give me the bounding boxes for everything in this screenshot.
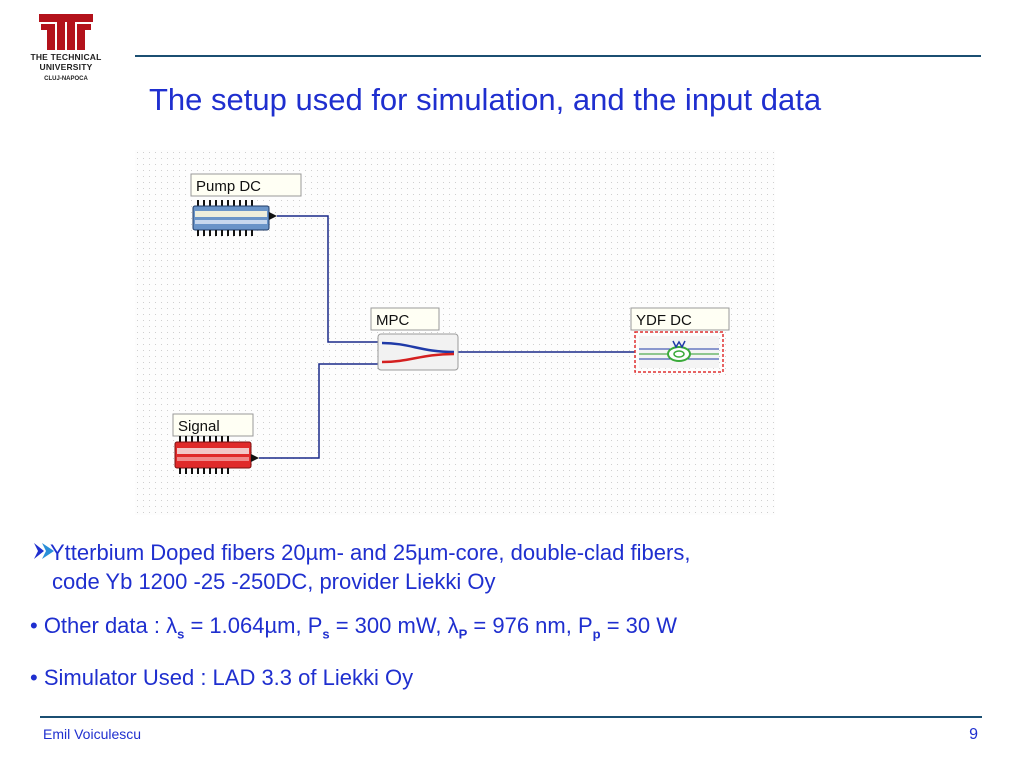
ydf-dc-block[interactable]: YDF DC xyxy=(630,307,730,373)
pump-to-mpc-wire xyxy=(277,215,378,343)
p-p-subscript: p xyxy=(592,626,601,642)
slide-title: The setup used for simulation, and the i… xyxy=(149,82,822,117)
university-logo: THE TECHNICAL UNIVERSITY CLUJ-NAPOCA xyxy=(14,12,118,84)
simulation-setup-diagram: Pump DC MPC YDF DC xyxy=(135,150,775,515)
logo-line-2: UNIVERSITY xyxy=(39,62,93,72)
signal-pins-top xyxy=(179,436,229,442)
footer-rule xyxy=(40,716,982,718)
signal-to-mpc-wire xyxy=(259,363,378,459)
signal-pins-bottom xyxy=(179,468,229,474)
arrow-bullet-icon xyxy=(34,543,54,559)
signal-stripe-1 xyxy=(177,448,249,454)
logo-line-1: THE TECHNICAL xyxy=(30,52,102,62)
pump-body xyxy=(192,205,270,231)
page-number: 9 xyxy=(969,726,978,743)
mpc-block[interactable]: MPC xyxy=(370,307,459,371)
bullet-list: Ytterbium Doped fibers 20µm- and 25µm-co… xyxy=(30,538,690,692)
mpc-label: MPC xyxy=(376,312,410,329)
signal-body xyxy=(174,441,252,469)
ydf-coil-inner xyxy=(673,350,685,358)
pump-stripe-1 xyxy=(195,211,267,217)
other-data-t3: = 976 nm, P xyxy=(467,613,593,638)
ydf-label-box xyxy=(630,307,730,331)
lambda-s-subscript: s xyxy=(177,626,185,642)
bullet-fibers-line-2: code Yb 1200 -25 -250DC, provider Liekki… xyxy=(52,569,496,594)
other-data-prefix: • Other data : λ xyxy=(30,613,178,638)
ydf-label: YDF DC xyxy=(636,312,692,329)
signal-output-port xyxy=(251,454,259,462)
other-data-t2: = 300 mW, λ xyxy=(329,613,459,638)
logo-line-3: CLUJ-NAPOCA xyxy=(44,76,88,82)
signal-block[interactable]: Signal xyxy=(172,413,259,474)
bullet-simulator: • Simulator Used : LAD 3.3 of Liekki Oy xyxy=(30,665,414,691)
bullet-other-data: • Other data : λs = 1.064µm, Ps = 300 mW… xyxy=(30,611,690,648)
pump-pins-bottom xyxy=(197,230,253,236)
mpc-blue-fiber xyxy=(381,341,455,354)
lambda-p-subscript: P xyxy=(458,626,468,642)
ydf-selection-box xyxy=(634,331,724,373)
pump-label-box xyxy=(190,173,302,197)
bullet-fibers-line-1: Ytterbium Doped fibers 20µm- and 25µm-co… xyxy=(50,540,691,565)
other-data-t4: = 30 W xyxy=(600,613,678,638)
other-data-t1: = 1.064µm, P xyxy=(184,613,323,638)
ydf-marker xyxy=(672,340,686,349)
footer-author: Emil Voiculescu xyxy=(43,726,142,742)
pump-dc-block[interactable]: Pump DC xyxy=(190,173,302,236)
signal-label-box xyxy=(172,413,254,437)
pump-stripe-2 xyxy=(195,220,267,224)
bullet-fibers: Ytterbium Doped fibers 20µm- and 25µm-co… xyxy=(30,538,690,596)
connection-wires xyxy=(259,215,635,459)
mpc-label-box xyxy=(370,307,440,331)
mpc-red-fiber xyxy=(381,352,455,364)
ydf-coil-outer xyxy=(667,346,691,362)
pump-label: Pump DC xyxy=(196,178,261,195)
signal-label: Signal xyxy=(178,418,220,435)
signal-stripe-2 xyxy=(177,457,249,461)
header-rule xyxy=(135,55,981,57)
p-s-subscript: s xyxy=(322,626,330,642)
university-emblem-icon xyxy=(39,14,93,50)
pump-pins-top xyxy=(197,200,253,206)
pump-output-port xyxy=(269,212,277,220)
